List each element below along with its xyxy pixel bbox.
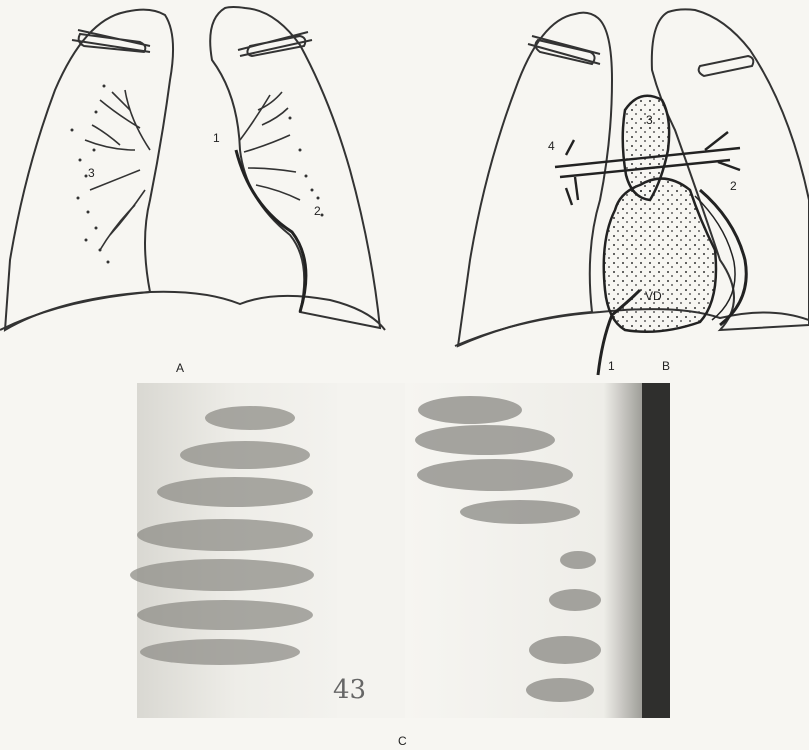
- radiograph-dark-edge: [642, 383, 670, 718]
- panel-b-diagram: 4 3 2 VD 1 B: [455, 9, 809, 375]
- panel-b-number-3: 3: [646, 113, 653, 127]
- panel-a-right-clavicle: [72, 30, 150, 52]
- panel-c-radiograph: 43 C: [130, 383, 670, 748]
- radiograph-plate-number: 43: [333, 675, 366, 705]
- panel-a-left-lung: [210, 7, 380, 328]
- panel-c-letter: C: [398, 734, 407, 748]
- panel-a-left-perivascular-dots: [289, 117, 324, 217]
- panel-a-diaphragm: [0, 292, 385, 330]
- panel-b-chamber-label: VD: [645, 289, 662, 303]
- panel-a-number-3: 3: [88, 166, 95, 180]
- panel-b-right-clavicle: [528, 36, 600, 64]
- panel-b-number-1: 1: [608, 359, 615, 373]
- panel-b-number-4: 4: [548, 139, 555, 153]
- panel-a-number-1: 1: [213, 131, 220, 145]
- panel-b-number-2: 2: [730, 179, 737, 193]
- panel-b-left-clavicle: [699, 56, 754, 76]
- panel-a-left-clavicle: [238, 32, 312, 56]
- panel-a-diagram: 3 1 2 A: [0, 7, 385, 375]
- panel-a-letter: A: [176, 361, 184, 375]
- panel-b-letter: B: [662, 359, 670, 373]
- panel-a-number-2: 2: [314, 204, 321, 218]
- panel-a-right-vessels: [85, 90, 150, 250]
